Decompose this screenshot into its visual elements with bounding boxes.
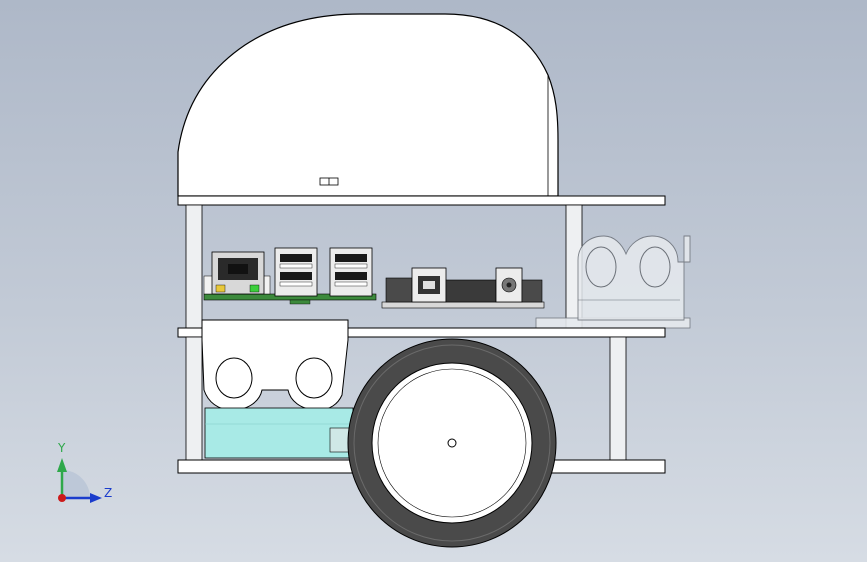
y-axis-label: Y — [58, 441, 66, 455]
drive-wheel[interactable] — [347, 338, 557, 548]
axle-hole[interactable] — [447, 438, 457, 448]
dome-cover[interactable] — [177, 13, 559, 197]
secondary-board[interactable] — [381, 267, 545, 309]
wheel-rim[interactable] — [371, 362, 533, 524]
battery-pack[interactable] — [204, 407, 354, 459]
standoff-lower-left[interactable] — [185, 336, 203, 462]
standoff-upper-left[interactable] — [185, 204, 203, 330]
coordinate-triad — [57, 458, 102, 503]
middle-plate[interactable] — [177, 327, 666, 338]
front-ultrasonic-bracket[interactable] — [201, 319, 349, 411]
top-plate[interactable] — [177, 195, 666, 206]
rear-ultrasonic-bracket[interactable] — [535, 235, 691, 329]
main-controller-board[interactable] — [203, 247, 377, 305]
standoff-lower-right[interactable] — [609, 336, 627, 462]
z-axis-label: Z — [104, 486, 113, 500]
